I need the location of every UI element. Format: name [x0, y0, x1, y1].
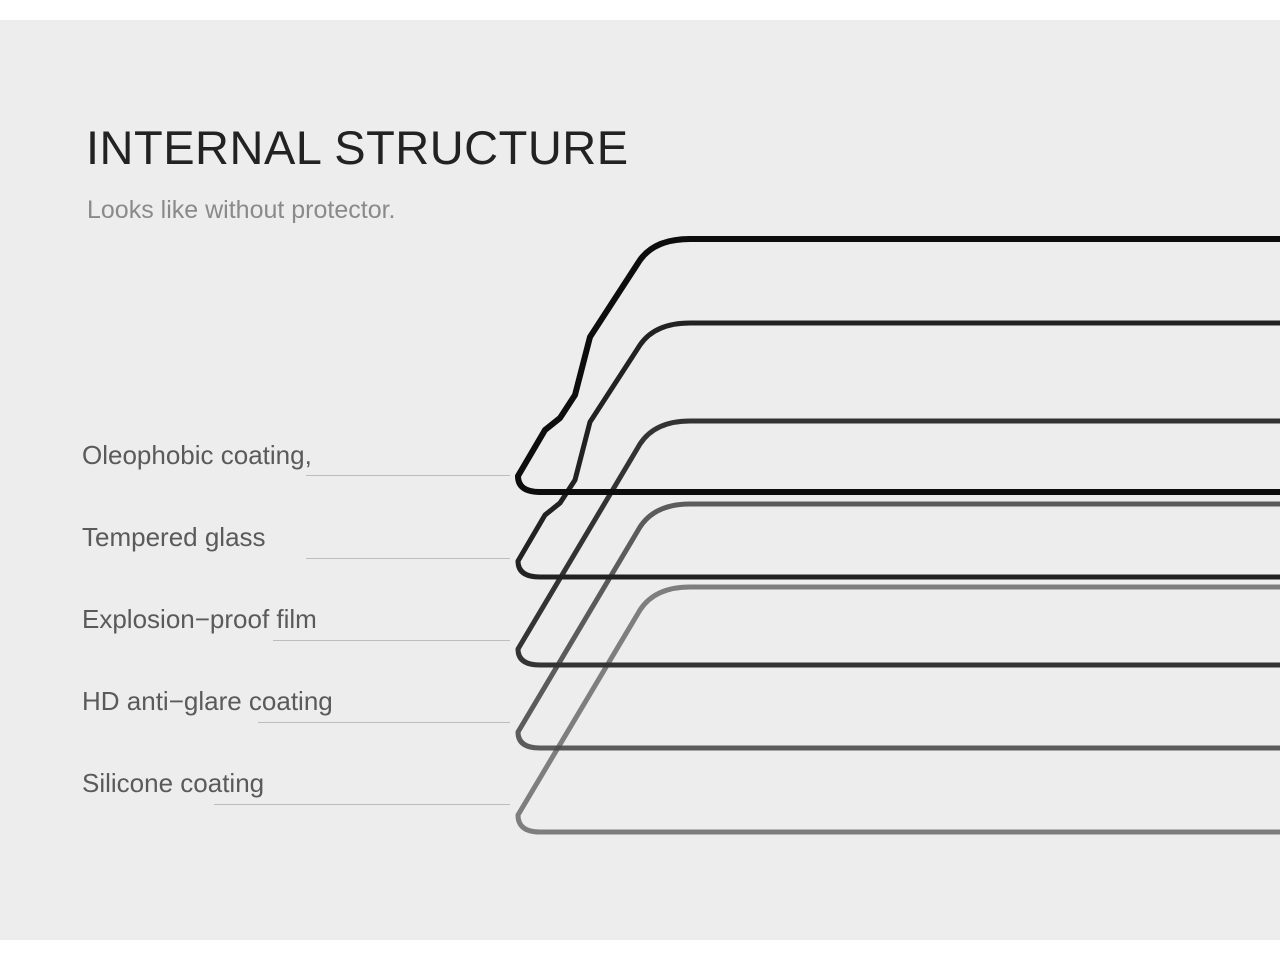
layer-label-oleophobic-coating: Oleophobic coating,: [82, 440, 312, 470]
leader-line-explosion-proof-film: [273, 640, 510, 641]
structure-illustration: INTERNAL STRUCTURE Looks like without pr…: [0, 20, 1280, 940]
layer-outline-hd-anti-glare-coating: [515, 501, 1280, 751]
layer-outline-explosion-proof-film: [515, 418, 1280, 668]
page-title: INTERNAL STRUCTURE: [86, 121, 629, 174]
layer-outline-oleophobic-coating: [515, 236, 1280, 495]
leader-line-hd-anti-glare-coating: [258, 722, 510, 723]
leader-line-oleophobic-coating: [306, 475, 510, 476]
layer-label-hd-anti-glare-coating: HD anti−glare coating: [82, 686, 333, 716]
leader-line-tempered-glass: [306, 558, 510, 559]
layer-stack-diagram: [515, 236, 1280, 835]
layer-outline-silicone-coating: [515, 584, 1280, 835]
layer-label-explosion-proof-film: Explosion−proof film: [82, 604, 317, 634]
layer-label-tempered-glass: Tempered glass: [82, 522, 266, 552]
page-subtitle: Looks like without protector.: [87, 196, 396, 224]
layer-label-silicone-coating: Silicone coating: [82, 768, 265, 798]
leader-line-silicone-coating: [214, 804, 510, 805]
